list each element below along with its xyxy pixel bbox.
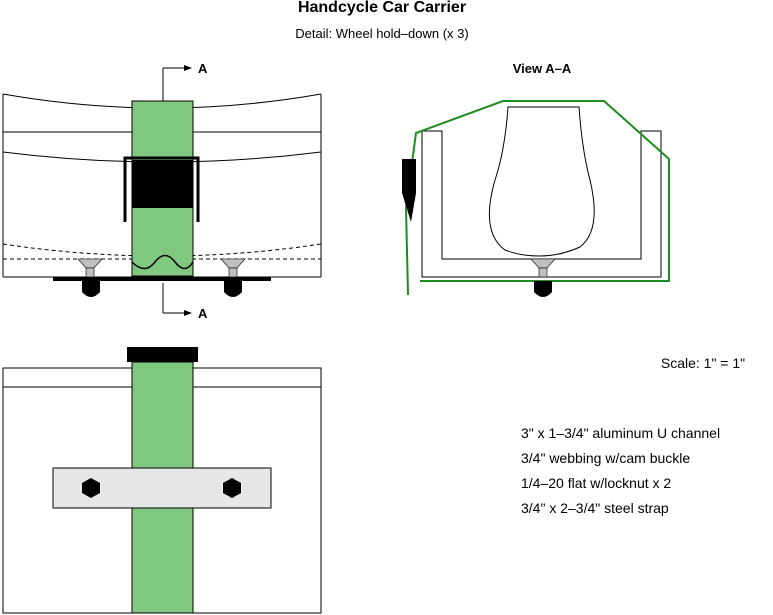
cam-buckle-top [127, 347, 198, 362]
bolt-right-side [220, 258, 246, 297]
drawing-title: Handcycle Car Carrier [298, 0, 466, 16]
parts-list-item: 3/4" webbing w/cam buckle [521, 450, 690, 466]
parts-list-item: 3/4" x 2–3/4" steel strap [521, 500, 669, 516]
buckle-bracket [123, 156, 200, 222]
tire-tread [131, 254, 194, 270]
hex-nut-right-icon [223, 478, 241, 498]
bolt-section [530, 258, 556, 297]
scale-note: Scale: 1" = 1" [661, 355, 745, 371]
cam-buckle-section [402, 159, 416, 222]
hex-nut-left-icon [82, 478, 100, 498]
bolt-left-side [77, 258, 103, 297]
parts-list: 3" x 1–3/4" aluminum U channel 3/4" webb… [521, 425, 720, 516]
section-label-bottom: A [198, 306, 208, 321]
parts-list-item: 1/4–20 flat w/locknut x 2 [521, 475, 671, 491]
tire-profile [488, 106, 595, 257]
steel-strap-side [53, 277, 271, 281]
u-channel-section [421, 130, 662, 278]
section-label-top: A [198, 61, 208, 76]
view-label: View A–A [513, 61, 572, 76]
drawing-subtitle: Detail: Wheel hold–down (x 3) [295, 26, 468, 41]
section-marker-top: A [162, 61, 208, 101]
side-view: A A [2, 61, 322, 321]
section-marker-bottom: A [162, 283, 208, 321]
top-view [2, 347, 322, 614]
parts-list-item: 3" x 1–3/4" aluminum U channel [521, 425, 720, 441]
cam-buckle [132, 160, 193, 208]
section-view [402, 100, 670, 297]
